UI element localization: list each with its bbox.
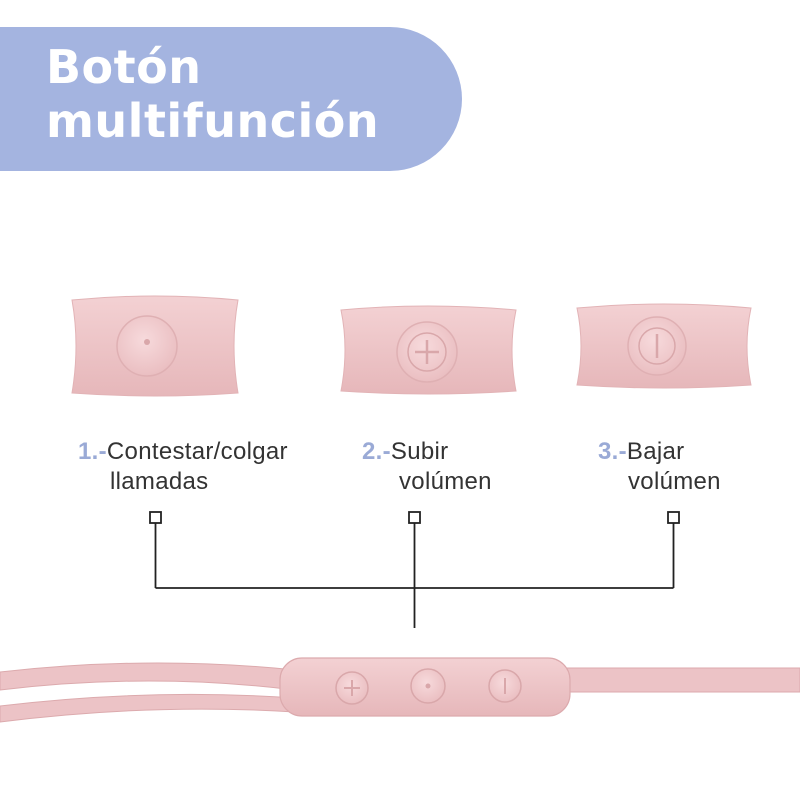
caption-line-2: llamadas (110, 468, 209, 495)
button-detail-answer (71, 295, 239, 397)
caption-line-2: volúmen (399, 468, 492, 495)
remote-minus-button (488, 669, 522, 703)
title-banner (0, 27, 462, 171)
remote-plus-button (335, 671, 369, 705)
minus-icon (638, 327, 676, 365)
dot-icon (144, 339, 150, 345)
caption-volume-down: 3.-Bajar volúmen (598, 437, 721, 497)
plus-icon (407, 332, 447, 372)
caption-line-1: Bajar (626, 438, 685, 465)
remote-center-button (410, 668, 446, 704)
button-detail-volume-up (340, 305, 517, 395)
caption-line-1: Subir (390, 438, 449, 465)
page-title: Botón multifunción (46, 40, 379, 148)
connector-lines (149, 511, 680, 628)
caption-volume-up: 2.-Subir volúmen (362, 437, 492, 497)
button-detail-volume-down (576, 303, 752, 389)
center-button-shape (116, 315, 178, 377)
caption-line-2: volúmen (628, 468, 721, 495)
title-line-2: multifunción (46, 94, 380, 148)
earphone-remote-cable (0, 657, 800, 723)
title-line-1: Botón (46, 40, 202, 94)
caption-number: 3.- (598, 438, 627, 465)
caption-answer: 1.-Contestar/colgar llamadas (78, 437, 288, 497)
caption-number: 1.- (78, 438, 107, 465)
caption-line-1: Contestar/colgar (106, 438, 288, 465)
caption-number: 2.- (362, 438, 391, 465)
